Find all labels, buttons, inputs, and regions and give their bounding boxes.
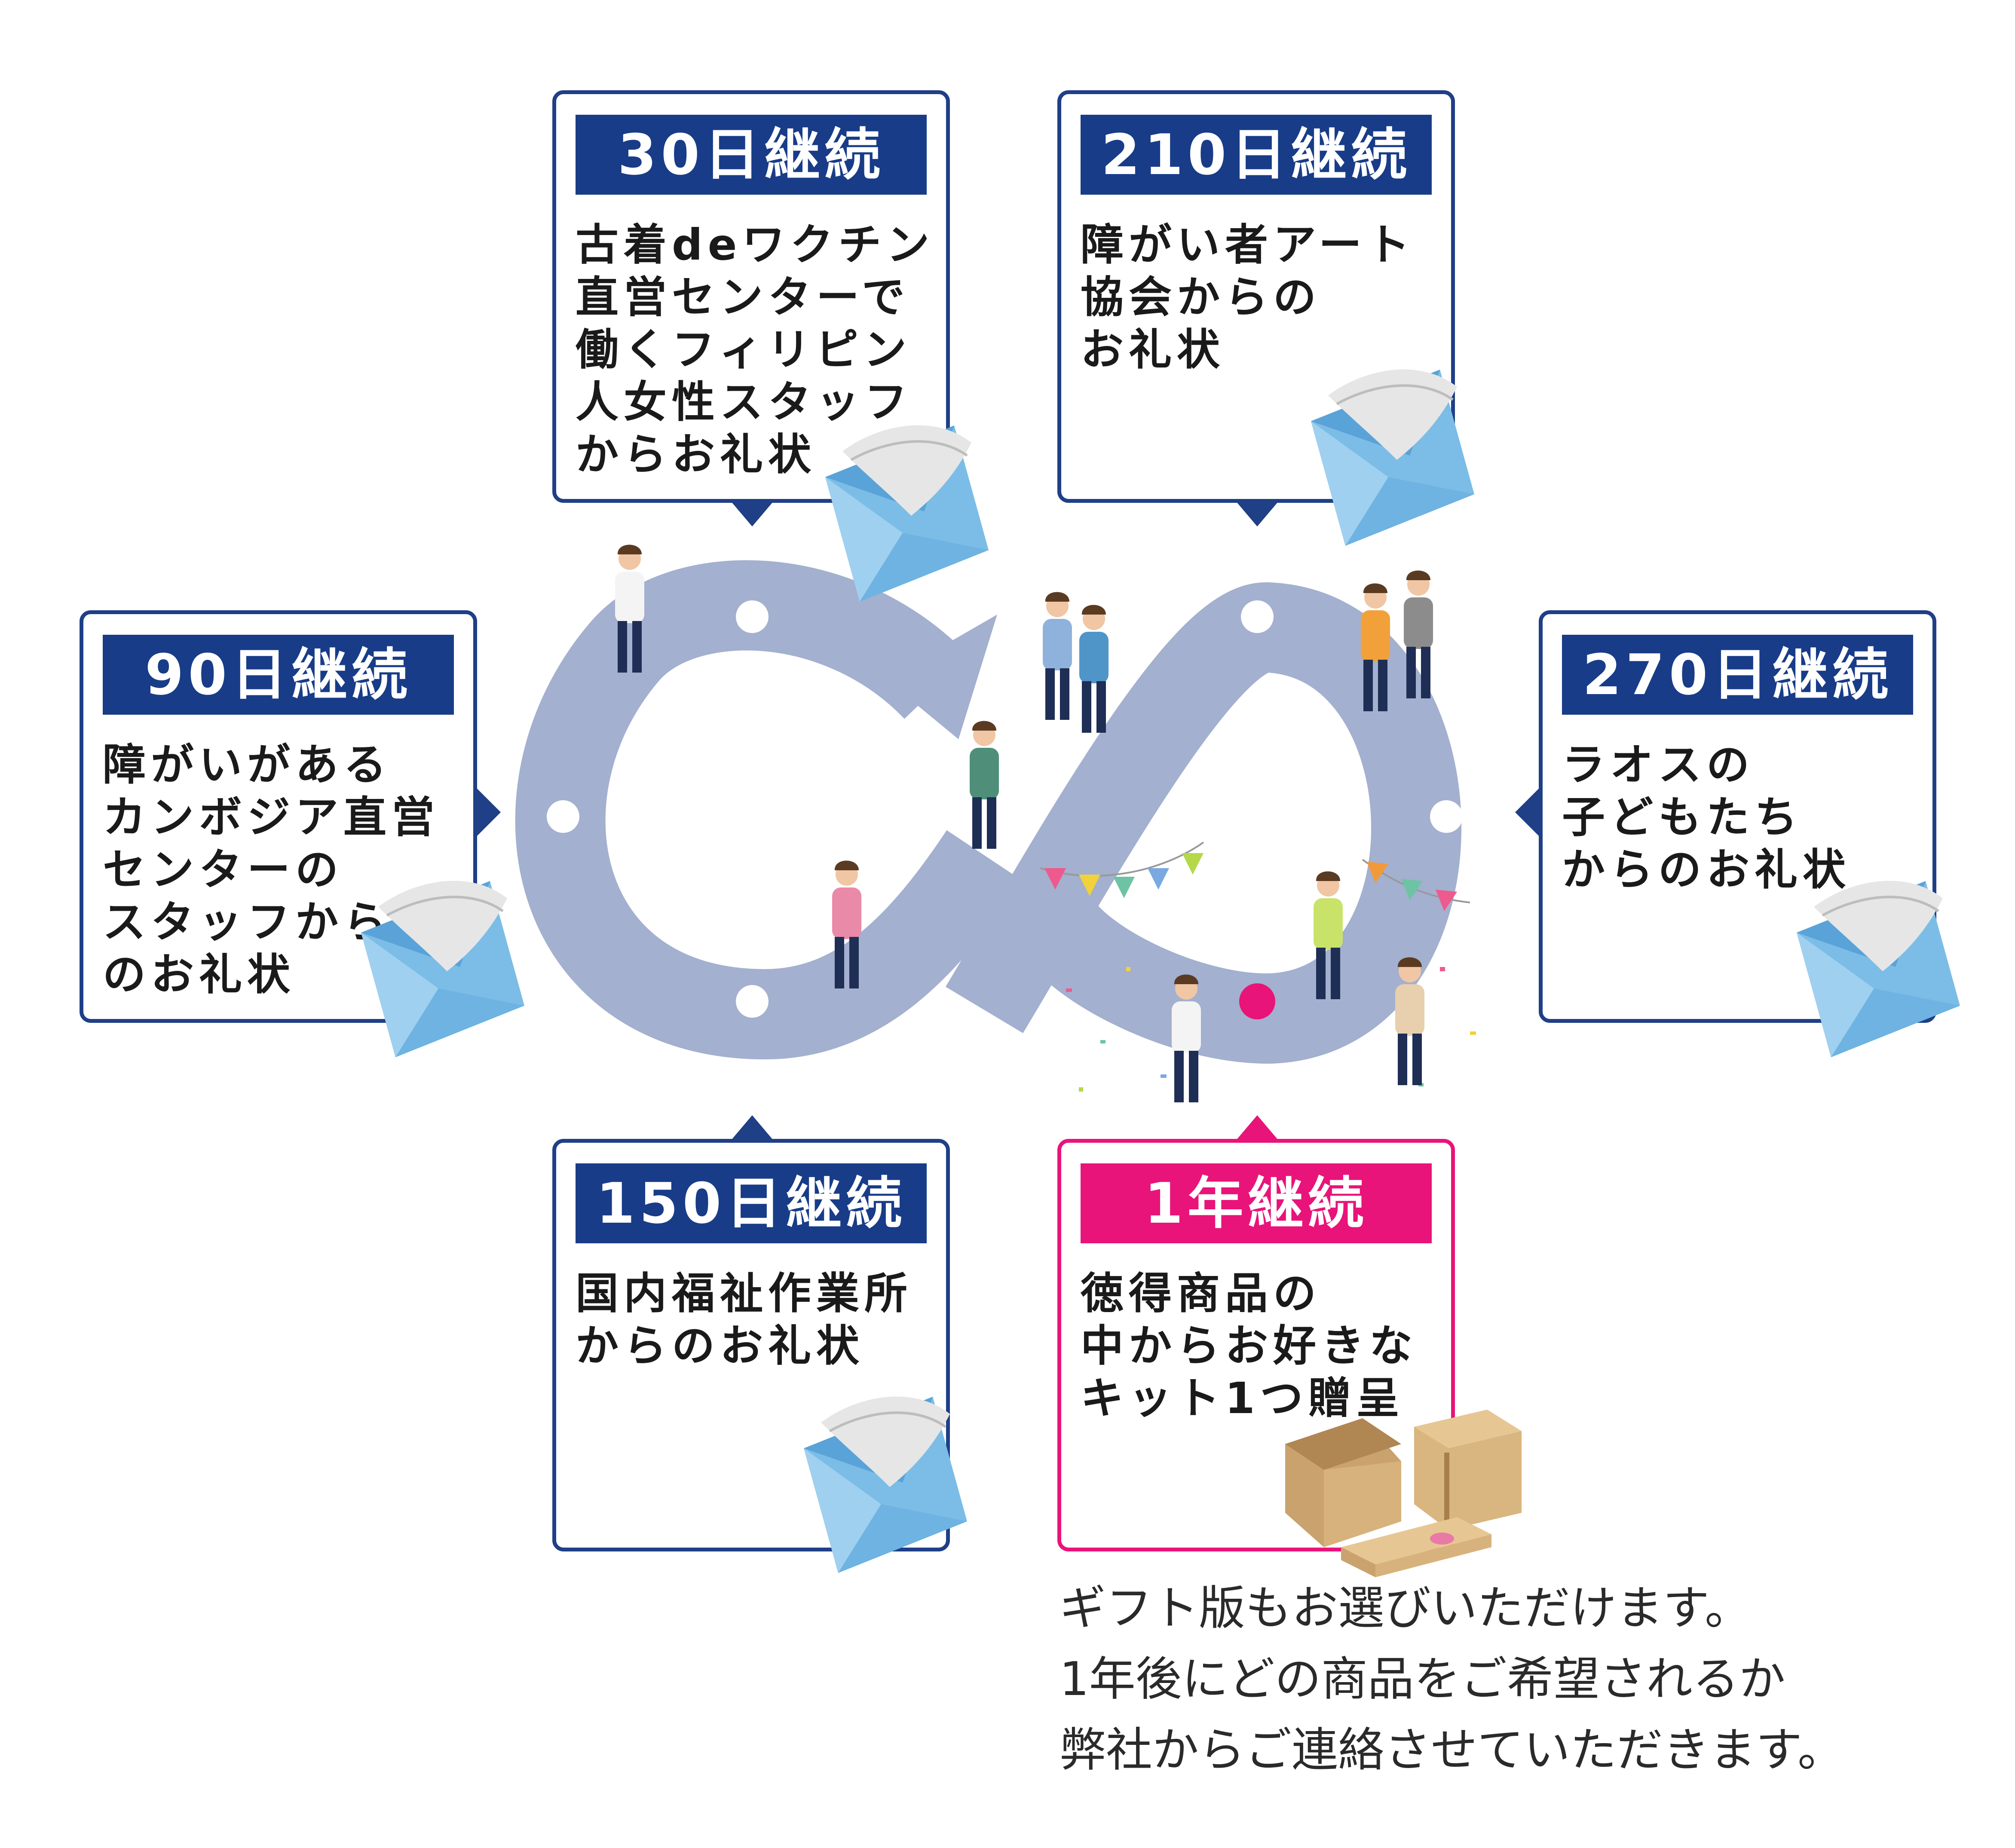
bunting [1040, 841, 1470, 911]
milestone-270-days: 270日継続 ラオスの子どもたちからのお礼状 [1539, 610, 1936, 1023]
milestone-title: 150日継続 [576, 1163, 927, 1243]
milestone-1-year: 1年継続 徳得商品の中からお好きなキット1つ贈呈 [1057, 1139, 1455, 1551]
milestone-title: 270日継続 [1562, 635, 1913, 715]
loop-markers [547, 600, 1463, 1018]
milestone-90-days: 90日継続 障がいがあるカンボジア直営センターのスタッフからのお礼状 [80, 610, 477, 1023]
milestone-title: 30日継続 [576, 115, 927, 195]
milestone-description: 障がいがあるカンボジア直営センターのスタッフからのお礼状 [103, 740, 440, 1000]
gift-note: ギフト版もお選びいただけます。 1年後にどの商品をご希望されるか 弊社からご連絡… [1060, 1582, 1844, 1777]
milestone-title: 210日継続 [1081, 115, 1432, 195]
milestone-description: 古着deワクチン直営センターで働くフィリピン人女性スタッフからお礼状 [576, 220, 935, 480]
milestone-210-days: 210日継続 障がい者アート協会からのお礼状 [1057, 90, 1455, 503]
milestone-description: 徳得商品の中からお好きなキット1つ贈呈 [1081, 1268, 1418, 1423]
goal-marker [1239, 983, 1275, 1019]
milestone-title: 90日継続 [103, 635, 454, 715]
milestone-description: ラオスの子どもたちからのお礼状 [1562, 740, 1851, 895]
milestone-30-days: 30日継続 古着deワクチン直営センターで働くフィリピン人女性スタッフからお礼状 [552, 90, 950, 503]
box-pointers [475, 499, 1541, 1143]
milestone-description: 国内福祉作業所からのお礼状 [576, 1268, 913, 1371]
milestone-150-days: 150日継続 国内福祉作業所からのお礼状 [552, 1139, 950, 1551]
milestone-title: 1年継続 [1081, 1163, 1432, 1243]
milestone-description: 障がい者アート協会からのお礼状 [1081, 220, 1415, 375]
